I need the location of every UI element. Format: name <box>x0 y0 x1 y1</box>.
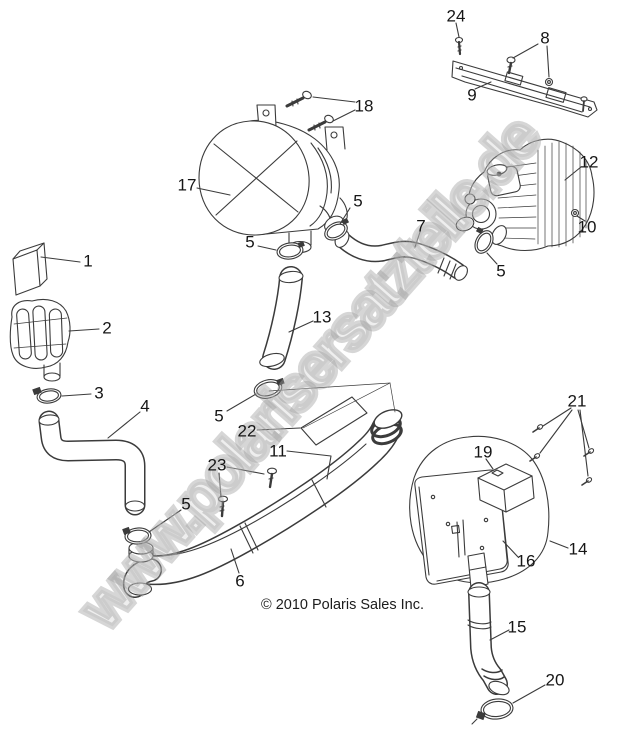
callout-9: 9 <box>467 85 477 105</box>
part-5-clamp-c <box>474 226 494 254</box>
part-5-clamp-e <box>122 526 152 545</box>
callout-8: 8 <box>540 28 550 48</box>
callout-13: 13 <box>312 307 332 327</box>
construction-lines <box>268 382 396 429</box>
part-5-clamp-d <box>253 377 285 399</box>
copyright-notice: © 2010 Polaris Sales Inc. <box>261 597 425 613</box>
callout-21: 21 <box>567 391 587 411</box>
callout-5c: 5 <box>496 261 506 281</box>
part-9-mount-bracket <box>451 60 598 118</box>
part-13-tube <box>259 266 304 370</box>
part-4-intake-hose <box>38 410 146 516</box>
part-5-clamp-b <box>276 241 305 260</box>
callout-5a: 5 <box>353 191 363 211</box>
callout-16: 16 <box>516 551 536 571</box>
part-3-clamp <box>32 386 62 404</box>
callout-7: 7 <box>416 216 426 236</box>
callout-2: 2 <box>102 318 112 338</box>
part-2-air-filter <box>9 298 71 382</box>
part-17-airbox <box>198 104 348 254</box>
callout-5d: 5 <box>214 406 224 426</box>
part-12-engine-assembly <box>455 138 595 252</box>
leader-lines <box>40 22 590 704</box>
part-18-screws <box>285 90 334 132</box>
callout-23: 23 <box>207 455 227 475</box>
callout-5b: 5 <box>245 232 255 252</box>
callout-11: 11 <box>269 441 287 461</box>
part-6-intake-duct <box>122 409 403 598</box>
part-23-screws <box>217 467 278 518</box>
callout-15: 15 <box>507 617 527 637</box>
part-1-box <box>12 242 48 296</box>
callout-12: 12 <box>579 152 599 172</box>
part-15-lower-tube <box>467 582 510 696</box>
callout-3: 3 <box>94 383 104 403</box>
callout-1: 1 <box>83 251 93 271</box>
callout-24: 24 <box>446 6 466 26</box>
part-10-nut <box>570 208 580 218</box>
callout-19: 19 <box>473 442 493 462</box>
callout-10: 10 <box>577 217 597 237</box>
part-21-screws <box>529 424 595 486</box>
callout-6: 6 <box>235 571 245 591</box>
part-19-resonator-box <box>477 463 535 513</box>
callout-4: 4 <box>140 396 150 416</box>
callout-14: 14 <box>568 539 588 559</box>
part-20-clamp <box>471 698 514 725</box>
part-5-clamp-a <box>324 217 350 241</box>
callout-20: 20 <box>545 670 565 690</box>
part-7-hose <box>334 230 468 281</box>
callout-5e: 5 <box>181 494 191 514</box>
callout-22: 22 <box>237 421 257 441</box>
part-24-screw <box>454 36 464 56</box>
callout-17: 17 <box>177 175 197 195</box>
callout-18: 18 <box>354 96 374 116</box>
part-22-decal <box>300 396 368 446</box>
